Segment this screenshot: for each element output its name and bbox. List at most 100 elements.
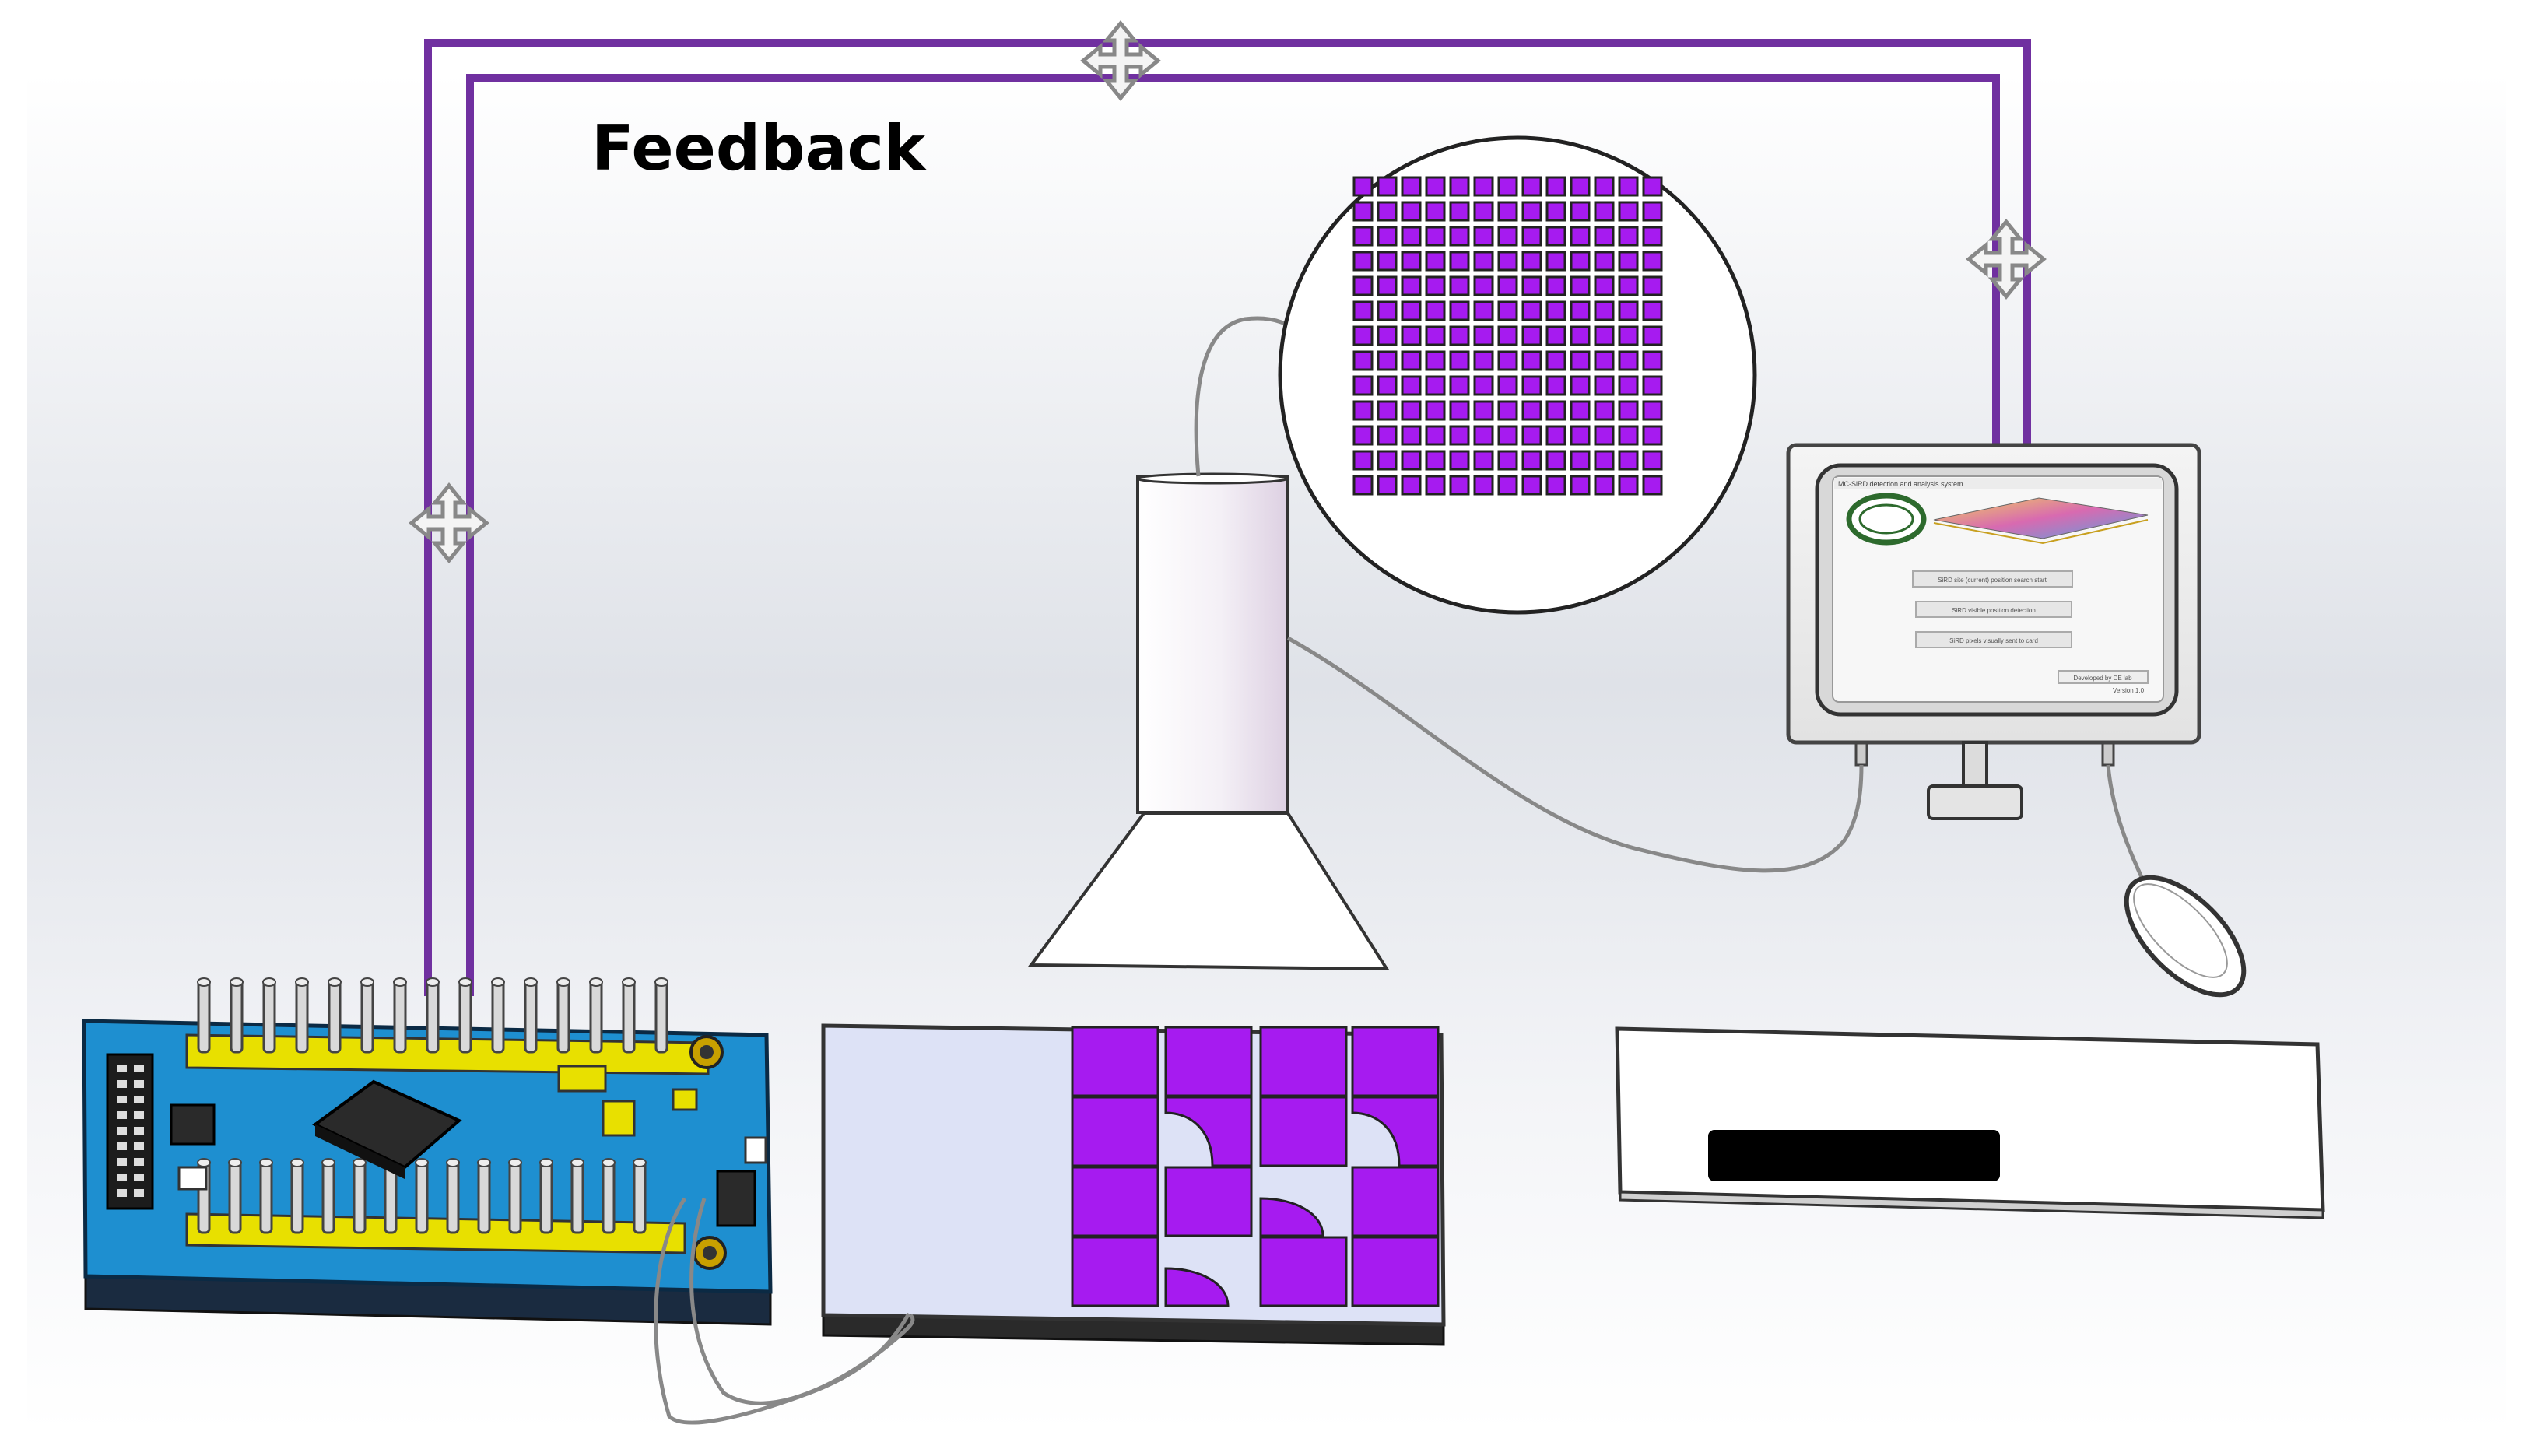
magnified-pixel	[1545, 350, 1566, 371]
magnified-pixel	[1352, 350, 1374, 371]
magnified-pixel	[1497, 226, 1518, 247]
header-pin-tip	[477, 1158, 491, 1167]
magnified-pixel	[1377, 325, 1398, 346]
usb-slot	[134, 1174, 144, 1181]
magnified-pixel	[1377, 300, 1398, 321]
move-arrows-shape	[1080, 20, 1161, 101]
panel-pixel	[1259, 1026, 1348, 1097]
magnified-pixel	[1642, 201, 1663, 222]
keyboard-body	[1615, 1026, 2325, 1212]
magnified-pixel	[1642, 325, 1663, 346]
monitor-port-left	[1854, 742, 1868, 767]
magnified-pixel	[1449, 226, 1470, 247]
magnified-pixel	[1377, 251, 1398, 272]
header-pin-tip	[446, 1158, 460, 1167]
usb-slot	[134, 1080, 144, 1088]
usb-slot	[134, 1158, 144, 1166]
magnified-pixel	[1642, 251, 1663, 272]
magnified-pixel	[1618, 325, 1639, 346]
header-pin	[197, 979, 211, 1054]
magnified-pixel	[1521, 275, 1542, 296]
magnified-pixel	[1521, 251, 1542, 272]
magnified-pixel	[1618, 201, 1639, 222]
magnified-pixel	[1425, 201, 1446, 222]
header-pin	[589, 979, 603, 1054]
magnified-pixel	[1425, 350, 1446, 371]
magnified-pixel	[1449, 425, 1470, 446]
screen-footer-button[interactable]	[2058, 670, 2149, 684]
magnified-pixel	[1594, 251, 1615, 272]
header-pin	[360, 979, 374, 1054]
magnified-pixel	[1594, 350, 1615, 371]
magnified-pixel	[1545, 251, 1566, 272]
magnified-pixel	[1449, 475, 1470, 496]
header-pin-tip	[426, 977, 440, 987]
panel-pixel	[1351, 1166, 1440, 1237]
keyboard-edge	[1619, 1191, 2324, 1219]
magnified-pixel	[1352, 375, 1374, 396]
magnified-pixel	[1425, 251, 1446, 272]
magnified-pixel	[1594, 425, 1615, 446]
magnified-pixel	[1377, 475, 1398, 496]
magnified-pixel	[1570, 226, 1591, 247]
magnified-pixel	[1352, 201, 1374, 222]
move-arrows-icon	[1966, 219, 2047, 300]
magnifier-view	[1278, 135, 1757, 615]
mcu-chip-side	[315, 1124, 405, 1179]
screen-button-2[interactable]	[1915, 601, 2072, 618]
header-pin-tip	[197, 977, 211, 987]
header-pin	[259, 1160, 273, 1234]
magnified-pixel	[1618, 251, 1639, 272]
magnified-pixel	[1642, 475, 1663, 496]
component-right-white	[744, 1136, 767, 1164]
header-pin	[353, 1160, 367, 1234]
header-pin	[539, 1160, 553, 1234]
magnified-pixel	[1425, 300, 1446, 321]
magnified-pixel	[1425, 176, 1446, 197]
header-pin	[426, 979, 440, 1054]
board-panel-cable-2	[689, 1198, 915, 1405]
magnified-pixel	[1352, 325, 1374, 346]
magnified-pixel	[1521, 475, 1542, 496]
magnified-pixel	[1352, 226, 1374, 247]
header-pin	[477, 1160, 491, 1234]
magnified-pixel	[1570, 251, 1591, 272]
magnified-pixel	[1449, 450, 1470, 471]
magnified-pixel	[1521, 350, 1542, 371]
magnified-pixel	[1473, 350, 1494, 371]
magnified-pixel	[1497, 425, 1518, 446]
panel-pixel	[1351, 1236, 1440, 1307]
screen-button-1[interactable]	[1912, 570, 2073, 588]
magnified-pixel	[1545, 176, 1566, 197]
camera-monitor-cable	[1286, 636, 1864, 873]
magnified-pixel	[1497, 450, 1518, 471]
magnified-pixel	[1545, 375, 1566, 396]
usb-slot	[117, 1111, 127, 1119]
magnified-pixel	[1352, 176, 1374, 197]
magnified-pixel	[1377, 400, 1398, 421]
header-pin-tip	[570, 1158, 584, 1167]
magnified-pixel	[1618, 375, 1639, 396]
magnified-pixel	[1545, 475, 1566, 496]
panel-pixel	[1351, 1026, 1440, 1097]
header-pin	[654, 979, 668, 1054]
screen-button-3[interactable]	[1915, 631, 2072, 648]
header-pin	[491, 979, 505, 1054]
button-2-center	[703, 1246, 717, 1260]
magnified-pixel	[1497, 201, 1518, 222]
component-yellow-3	[672, 1088, 698, 1111]
magnified-pixel	[1618, 350, 1639, 371]
magnified-pixel	[1473, 226, 1494, 247]
magnified-pixel	[1570, 325, 1591, 346]
screen-surface-plot	[1933, 497, 2149, 539]
magnified-pixel	[1473, 325, 1494, 346]
magnified-pixel	[1545, 425, 1566, 446]
header-pin	[524, 979, 538, 1054]
header-pin-tip	[589, 977, 603, 987]
magnified-pixel	[1401, 201, 1422, 222]
magnified-pixel	[1449, 350, 1470, 371]
magnified-pixel	[1401, 325, 1422, 346]
panel-pixel	[1164, 1166, 1253, 1237]
usb-slot	[117, 1096, 127, 1103]
magnified-pixel	[1570, 375, 1591, 396]
